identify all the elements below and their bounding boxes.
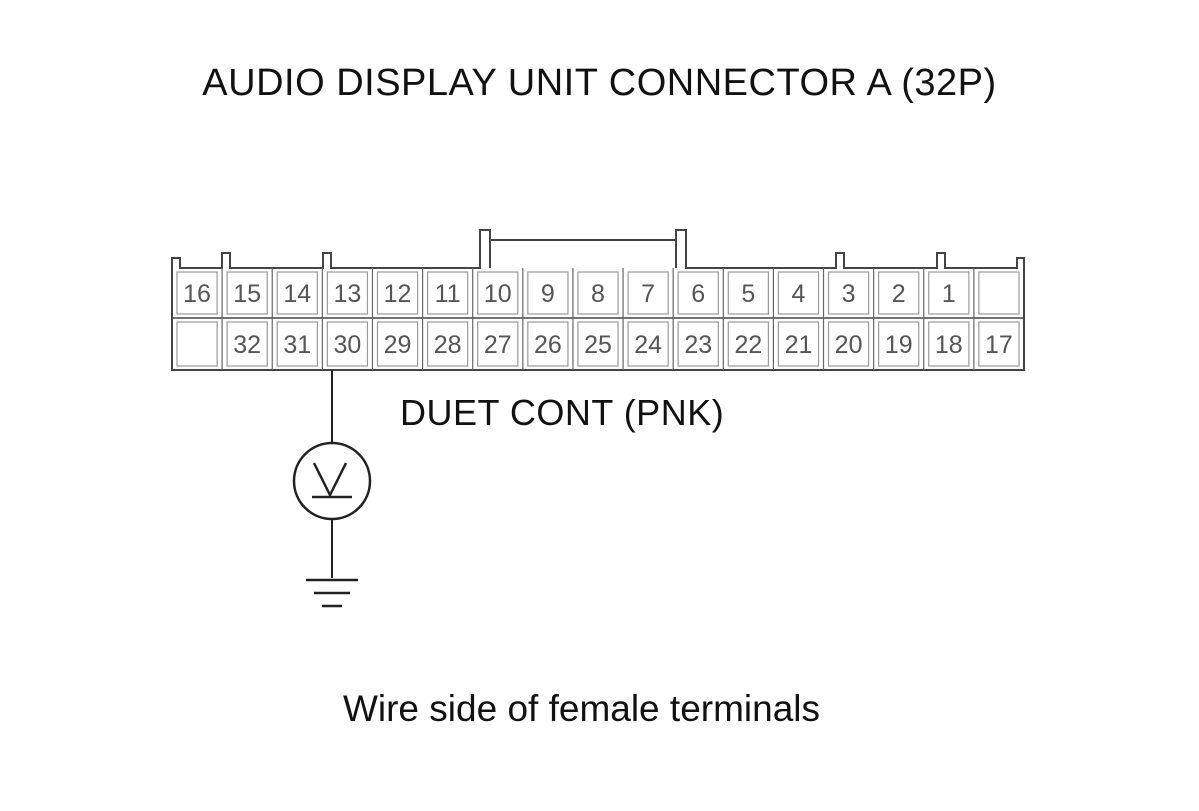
terminal-label-12: 12: [384, 280, 412, 308]
terminal-label-21: 21: [785, 331, 813, 359]
terminal-label-5: 5: [741, 280, 755, 308]
empty-cell: [176, 321, 218, 367]
terminal-cell-8: [577, 271, 619, 315]
wire-label: DUET CONT (PNK): [400, 392, 725, 433]
terminal-cell-26: [527, 321, 569, 367]
terminal-cell-23: [677, 321, 719, 367]
terminal-cell-6: [677, 271, 719, 315]
terminal-label-28: 28: [434, 331, 462, 359]
terminal-cell-32: [226, 321, 268, 367]
terminal-cell-12: [376, 271, 419, 315]
terminal-cell-24: [627, 321, 669, 367]
terminal-cell-30: [326, 321, 369, 367]
terminal-cell-27: [477, 321, 519, 367]
diagram-title: AUDIO DISPLAY UNIT CONNECTOR A (32P): [202, 62, 997, 104]
terminal-label-23: 23: [684, 331, 712, 359]
terminal-label-9: 9: [541, 280, 555, 308]
terminal-cell-16: [176, 271, 218, 315]
terminal-label-30: 30: [334, 331, 362, 359]
terminal-cell-29: [376, 321, 419, 367]
terminal-cell-1: [928, 271, 970, 315]
terminal-cell-3: [827, 271, 870, 315]
terminal-label-29: 29: [384, 331, 412, 359]
terminal-label-2: 2: [892, 280, 906, 308]
terminal-label-26: 26: [534, 331, 562, 359]
terminal-cell-13: [326, 271, 369, 315]
terminal-cell-31: [276, 321, 318, 367]
terminal-cell-7: [627, 271, 669, 315]
terminal-cell-2: [878, 271, 920, 315]
terminal-label-8: 8: [591, 280, 605, 308]
terminal-label-22: 22: [734, 331, 762, 359]
connector-housing: [171, 229, 1025, 371]
terminal-label-20: 20: [835, 331, 863, 359]
terminal-label-10: 10: [484, 280, 512, 308]
terminal-label-24: 24: [634, 331, 662, 359]
terminal-cell-5: [727, 271, 770, 315]
terminal-cell-20: [827, 321, 870, 367]
terminal-label-27: 27: [484, 331, 512, 359]
terminal-label-14: 14: [283, 280, 311, 308]
terminal-cell-18: [928, 321, 970, 367]
terminal-label-3: 3: [842, 280, 856, 308]
terminal-label-4: 4: [792, 280, 806, 308]
connector-top-row: 16 15 14 13 12 11 10 9 8 7 6 5 4 3 2 1: [176, 268, 1020, 318]
terminal-cell-19: [878, 321, 920, 367]
terminal-label-18: 18: [935, 331, 963, 359]
ground-icon: [306, 578, 358, 608]
terminal-label-7: 7: [641, 280, 655, 308]
terminal-label-32: 32: [233, 331, 261, 359]
terminal-label-11: 11: [435, 280, 461, 308]
terminal-cell-21: [777, 321, 820, 367]
terminal-label-31: 31: [283, 331, 311, 359]
terminal-cell-4: [777, 271, 820, 315]
terminal-label-19: 19: [885, 331, 913, 359]
terminal-cell-9: [527, 271, 569, 315]
terminal-cell-25: [577, 321, 619, 367]
diagram-caption: Wire side of female terminals: [342, 688, 821, 729]
terminal-cell-14: [276, 271, 318, 315]
terminal-label-13: 13: [334, 280, 362, 308]
terminal-label-16: 16: [183, 280, 211, 308]
empty-cell: [978, 271, 1020, 315]
connector-bottom-row: 32 31 30 29 28 27 26 25 24 23 22 21 20 19 18 17: [176, 318, 1020, 370]
terminal-cell-28: [426, 321, 469, 367]
terminal-cell-10: [477, 271, 519, 315]
terminal-label-17: 17: [985, 331, 1013, 359]
terminal-label-1: 1: [942, 280, 956, 308]
terminal-label-15: 15: [233, 280, 261, 308]
terminal-cell-17: [978, 321, 1020, 367]
terminal-label-25: 25: [584, 331, 612, 359]
terminal-cell-11: [426, 271, 469, 315]
terminal-label-6: 6: [691, 280, 705, 308]
terminal-cell-15: [226, 271, 268, 315]
voltmeter-icon: [292, 441, 372, 521]
terminal-cell-22: [727, 321, 770, 367]
